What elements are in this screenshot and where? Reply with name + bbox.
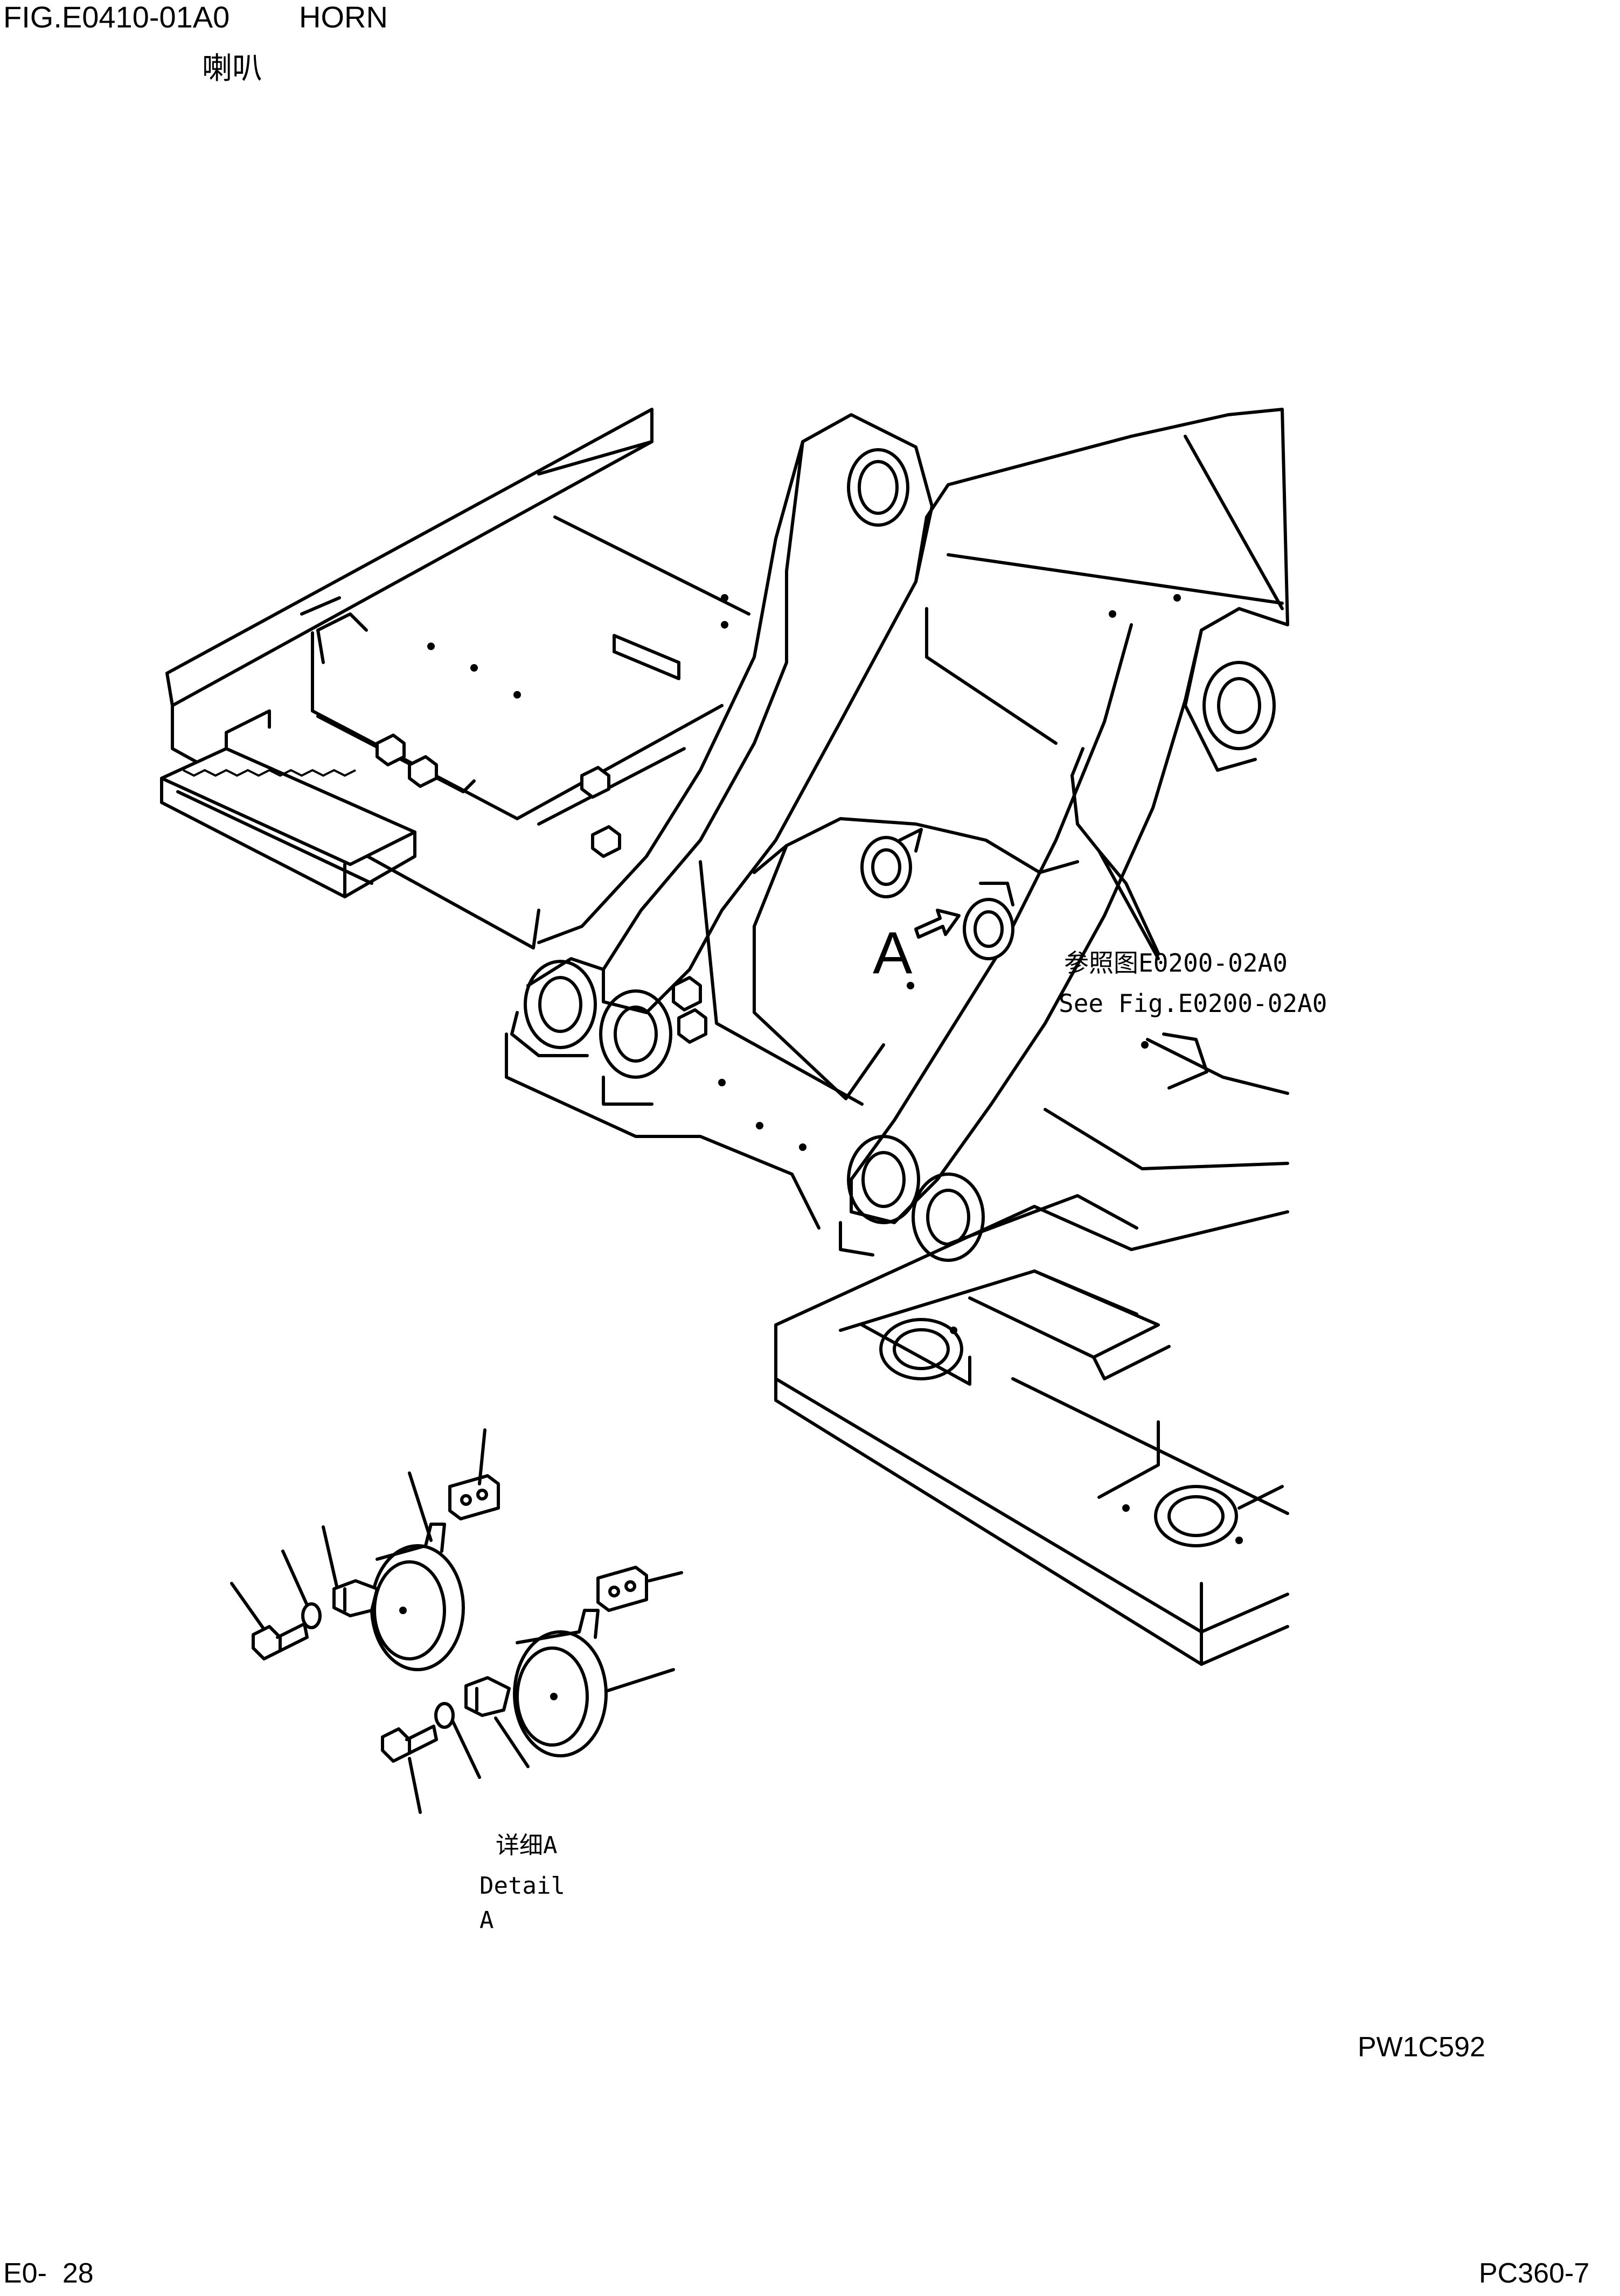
horn-installed-lower bbox=[963, 882, 1014, 960]
bolt-holes bbox=[427, 594, 1243, 1544]
drawing-code: PW1C592 bbox=[1358, 2032, 1485, 2063]
left-deck bbox=[165, 408, 750, 950]
detail-label-en: Detail A bbox=[479, 1872, 565, 1934]
horn-icon bbox=[513, 1630, 608, 1757]
detail-label-cn: 详细A bbox=[496, 1832, 558, 1859]
reference-en: See Fig.E0200-02A0 bbox=[1059, 989, 1327, 1018]
washer-icon bbox=[301, 1602, 322, 1629]
footstep bbox=[160, 709, 416, 898]
view-letter-a: A bbox=[873, 920, 913, 986]
detail-a-lower-assembly bbox=[381, 1566, 683, 1814]
washer-icon bbox=[434, 1702, 455, 1729]
bolt-icon bbox=[252, 1625, 282, 1660]
arrow-right-icon bbox=[914, 909, 961, 939]
reference-cn: 参照图E0200-02A0 bbox=[1064, 948, 1288, 978]
boom-bracket-right-plate bbox=[839, 408, 1289, 1262]
page-number: E0- 28 bbox=[3, 2258, 94, 2289]
bolt-icon bbox=[381, 1727, 411, 1763]
figure-title: HORN bbox=[299, 0, 388, 34]
wire-harness bbox=[1070, 747, 1160, 955]
frame-floor bbox=[505, 607, 1079, 1230]
bracket-icon bbox=[596, 1566, 648, 1612]
reference-leader bbox=[1097, 849, 1160, 960]
frame-blocks bbox=[376, 734, 707, 1044]
bracket-icon bbox=[448, 1474, 500, 1520]
horn-installed-upper bbox=[860, 828, 923, 898]
figure-title-cn: 喇叭 bbox=[202, 51, 262, 86]
detail-a-upper-assembly bbox=[230, 1428, 500, 1671]
figure-number: FIG.E0410-01A0 bbox=[3, 0, 230, 34]
right-deck bbox=[774, 1032, 1289, 1666]
boom-bracket-left-plate bbox=[510, 413, 934, 1106]
model-code: PC360-7 bbox=[1479, 2258, 1590, 2289]
